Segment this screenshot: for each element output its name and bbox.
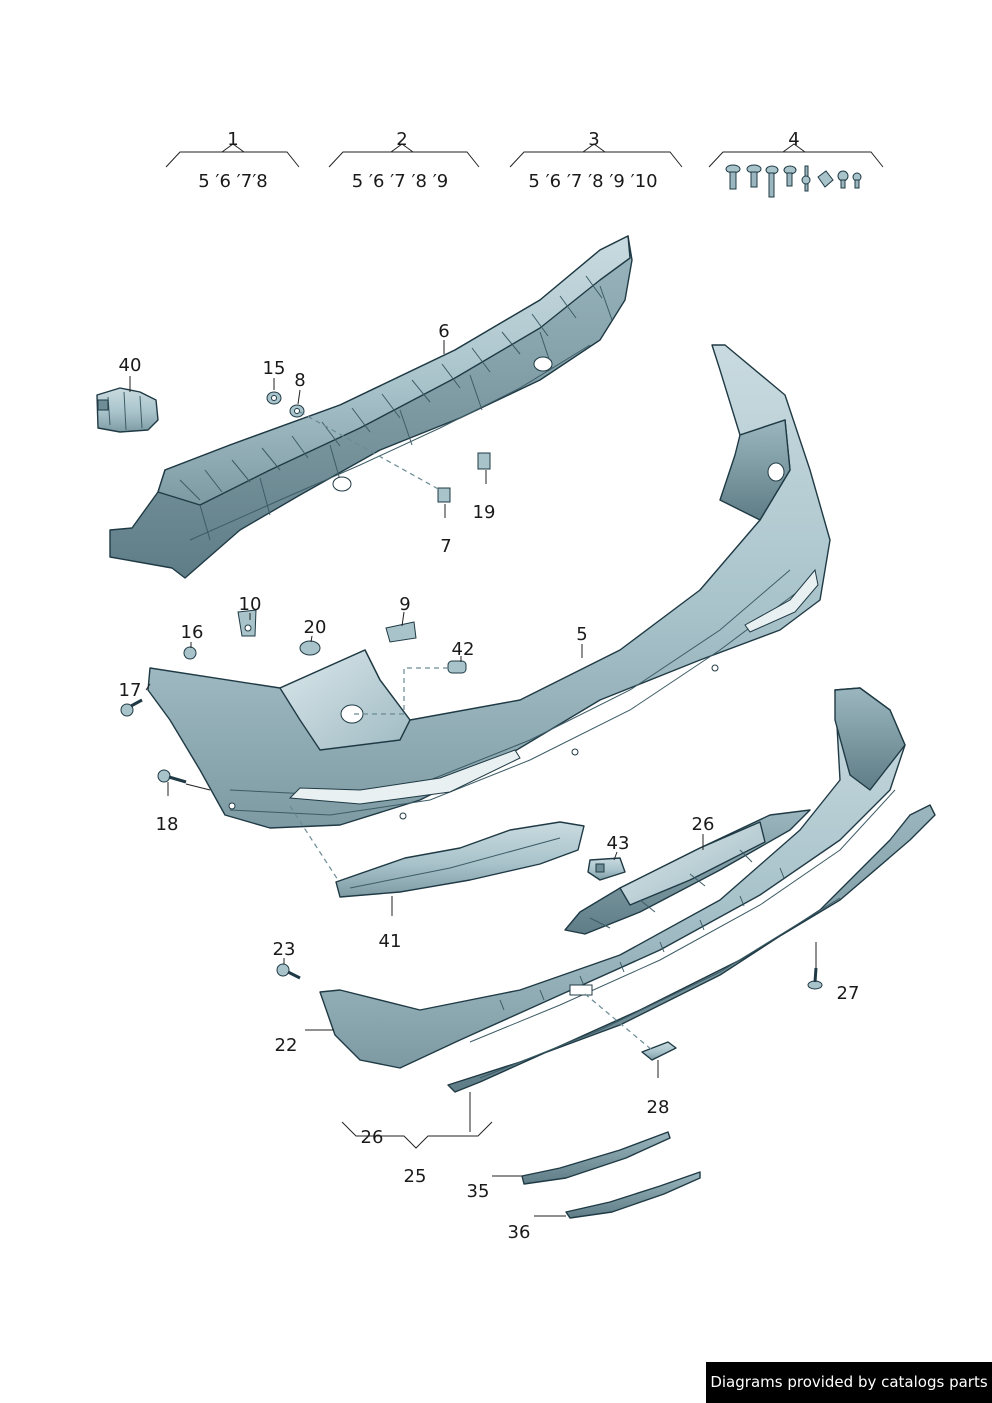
clip-10[interactable] xyxy=(237,609,257,637)
callout-5: 5 xyxy=(576,624,587,645)
callout-16: 16 xyxy=(181,622,204,643)
trim-moulding-36[interactable] xyxy=(565,1171,701,1219)
callout-25: 25 xyxy=(404,1166,427,1187)
leader-line xyxy=(310,635,313,643)
screw-27[interactable] xyxy=(807,967,823,990)
spoiler-22[interactable] xyxy=(319,687,906,1069)
impact-absorber-6[interactable] xyxy=(109,235,633,579)
callout-20: 20 xyxy=(304,617,327,638)
callout-41: 41 xyxy=(379,931,402,952)
callout-9: 9 xyxy=(399,594,410,615)
attribution-banner: Diagrams provided by catalogs parts xyxy=(706,1362,992,1403)
assembly-line xyxy=(584,993,653,1051)
bolt-icon xyxy=(746,164,762,188)
callout-6: 6 xyxy=(438,321,449,342)
bracket-40[interactable] xyxy=(96,387,159,433)
callout-18: 18 xyxy=(156,814,179,835)
rivet-16[interactable] xyxy=(183,646,197,660)
trim-strip-41[interactable] xyxy=(335,821,585,898)
pin-icon xyxy=(801,165,811,192)
group-2-header: 2 5 ′6 ′7 ′8 ′9 xyxy=(328,129,480,192)
leader-line xyxy=(297,389,301,405)
callout-43: 43 xyxy=(607,833,630,854)
leader-line xyxy=(341,1121,493,1149)
group-3-number: 3 xyxy=(588,129,599,150)
group-3-contents: 5 ′6 ′7 ′8 ′9 ′10 xyxy=(528,171,657,192)
callout-26: 26 xyxy=(692,814,715,835)
callout-10: 10 xyxy=(239,594,262,615)
nut-15[interactable] xyxy=(266,391,282,405)
callout-35: 35 xyxy=(467,1181,490,1202)
group-1-number: 1 xyxy=(227,129,238,150)
bolt-42[interactable] xyxy=(447,660,467,674)
rivet-icon xyxy=(837,170,849,189)
tow-hook-cap-28[interactable] xyxy=(641,1041,677,1061)
sensor-bracket-43[interactable] xyxy=(587,857,626,881)
screw-icon xyxy=(765,165,779,198)
callout-40: 40 xyxy=(119,355,142,376)
callout-15: 15 xyxy=(263,358,286,379)
screw-icon xyxy=(783,165,797,187)
callout-26-lower: 26 xyxy=(361,1127,384,1148)
fastener-set-icons xyxy=(725,164,862,198)
lower-trim-strip-25[interactable] xyxy=(447,804,936,1093)
callout-42: 42 xyxy=(452,639,475,660)
assembly-line xyxy=(354,667,450,715)
bumper-cover-5[interactable] xyxy=(147,344,831,829)
group-3-header: 3 5 ′6 ′7 ′8 ′9 ′10 xyxy=(509,129,683,192)
group-4-number: 4 xyxy=(788,129,799,150)
leader-line xyxy=(167,782,211,796)
group-4-header: 4 xyxy=(708,129,884,198)
clip-7[interactable] xyxy=(437,487,451,503)
callout-36: 36 xyxy=(508,1222,531,1243)
callout-27: 27 xyxy=(837,983,860,1004)
callout-17: 17 xyxy=(119,680,142,701)
bolt-icon xyxy=(725,164,741,190)
assembly-line xyxy=(289,805,339,881)
grommet-20[interactable] xyxy=(299,640,321,656)
group-1-contents: 5 ′6 ′7′8 xyxy=(198,171,268,192)
screw-18[interactable] xyxy=(157,769,187,784)
callout-28: 28 xyxy=(647,1097,670,1118)
clip-icon xyxy=(817,170,834,188)
callout-22: 22 xyxy=(275,1035,298,1056)
leader-line xyxy=(401,611,405,627)
group-2-number: 2 xyxy=(396,129,407,150)
screw-17[interactable] xyxy=(120,698,143,717)
clip-19[interactable] xyxy=(477,452,491,470)
screw-23[interactable] xyxy=(276,963,301,980)
leader-line xyxy=(145,683,151,691)
callout-8: 8 xyxy=(294,370,305,391)
group-1-header: 1 5 ′6 ′7′8 xyxy=(165,129,300,192)
callout-23: 23 xyxy=(273,939,296,960)
callout-7: 7 xyxy=(440,536,451,557)
guide-26[interactable] xyxy=(564,809,811,935)
leader-line xyxy=(613,851,618,861)
trim-moulding-35[interactable] xyxy=(521,1131,671,1185)
group-2-contents: 5 ′6 ′7 ′8 ′9 xyxy=(352,171,449,192)
callout-19: 19 xyxy=(473,502,496,523)
clip-9[interactable] xyxy=(385,621,417,643)
rivet-icon xyxy=(852,172,862,189)
nut-8[interactable] xyxy=(289,404,305,418)
